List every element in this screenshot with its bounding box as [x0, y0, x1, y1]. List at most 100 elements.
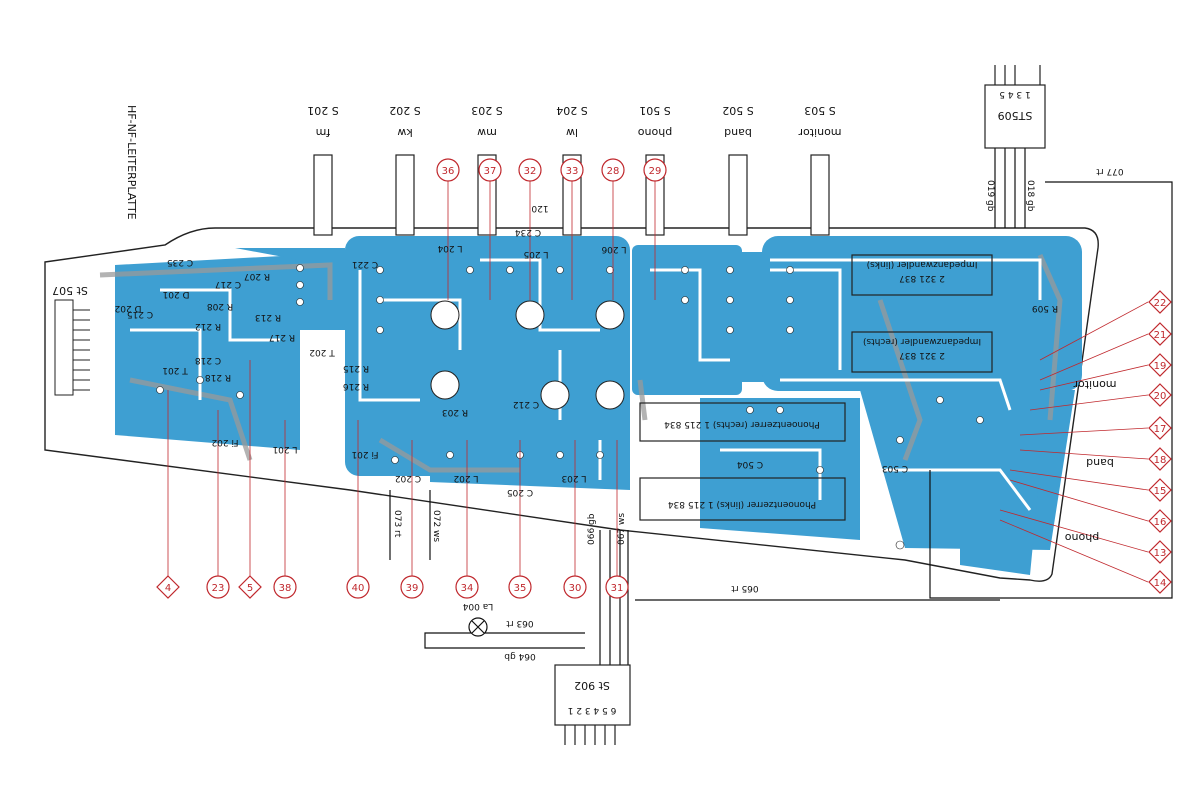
testpoint-label: 35 [514, 583, 527, 594]
connector-st902 [554, 664, 631, 745]
component-label: L 206 [601, 244, 626, 254]
module-label: Impedanzwandler (rechts) [863, 336, 981, 346]
wire-label: 019 gb [985, 180, 995, 212]
testpoint-label: 29 [649, 166, 662, 177]
right-label: phono [1065, 531, 1100, 544]
switch-id: S 202 [389, 104, 420, 117]
top-testpoints: 36 37 32 33 28 29 [436, 158, 667, 182]
component-label: L 203 [561, 473, 586, 483]
switch-id: S 502 [722, 104, 753, 117]
lamp-label: La 004 [462, 601, 493, 611]
testpoint-label: 32 [524, 166, 537, 177]
component-label: D 202 [115, 303, 142, 313]
testpoint-label: 4 [165, 583, 171, 594]
st509-label: ST509 [998, 109, 1033, 122]
module-boxes [639, 254, 993, 521]
component-label: R 208 [207, 301, 234, 311]
testpoint-label: 39 [406, 583, 419, 594]
component-label: R 215 [343, 363, 369, 373]
testpoint-label: 16 [1154, 517, 1167, 528]
right-label: band [1086, 456, 1114, 469]
component-label: R 212 [195, 321, 221, 331]
st509-pins: 1 3 4 5 [999, 89, 1031, 99]
component-label: Fi 201 [351, 449, 378, 459]
switch-band: band [724, 126, 752, 139]
testpoint-label: 19 [1154, 361, 1167, 372]
testpoint-label: 23 [212, 583, 225, 594]
component-label: L 202 [453, 473, 478, 483]
component-label: L 201 [272, 444, 297, 454]
board-title: HF-NF-LEITERPLATTE [125, 105, 138, 220]
component-label: C 504 [737, 459, 764, 469]
switch-id: S 501 [639, 104, 670, 117]
external-wires [389, 148, 1173, 665]
testpoint-label: 37 [484, 166, 497, 177]
module-label: Impedanzwandler (links) [867, 259, 978, 269]
st902-label: St 902 [574, 679, 610, 692]
switch-id: S 201 [307, 104, 338, 117]
board-outline [44, 227, 1099, 582]
component-label: C 235 [167, 257, 193, 267]
testpoint-label: 31 [611, 583, 624, 594]
component-label: L 205 [523, 249, 548, 259]
component-label: C 218 [195, 355, 222, 365]
component-label: L 204 [437, 243, 462, 253]
component-label: C 234 [515, 227, 542, 237]
component-label: C 215 [127, 309, 153, 319]
switch-band: kw [397, 126, 412, 139]
wire-label: 063 rt [506, 618, 534, 628]
module-label: Phonoentzerrer (links) 1 215 834 [668, 499, 817, 509]
component-label: C 503 [882, 463, 908, 473]
st902-pins: 6 5 4 3 2 1 [568, 705, 617, 715]
coil-cans [430, 300, 625, 410]
component-label: T 202 [309, 347, 336, 357]
testpoint-label: 33 [566, 166, 579, 177]
wire-label: 066 gb [587, 513, 597, 545]
switch-band: phono [638, 126, 673, 139]
solder-pads [156, 264, 984, 550]
testpoint-label: 40 [352, 583, 365, 594]
switch-band: lw [566, 126, 578, 139]
wire-label: 065 rt [731, 583, 759, 593]
testpoint-label: 36 [442, 166, 455, 177]
switch-band: mw [477, 126, 497, 139]
module-number: 2 321 837 [899, 273, 945, 283]
right-label: monitor [1073, 378, 1117, 391]
module-label: Phonoentzerrer (rechts) 1 215 834 [664, 419, 820, 429]
testpoint-label: 5 [247, 583, 253, 594]
wire-label: 073 rt [392, 510, 402, 538]
wire-label: 120 [531, 203, 548, 213]
connector-st507 [54, 299, 90, 396]
component-labels: C 235 D 201 D 202 C 215 C 217 R 207 R 20… [115, 227, 1059, 497]
testpoint-leaders [167, 180, 1149, 583]
lamp-symbol [468, 617, 488, 637]
testpoint-label: 14 [1154, 578, 1167, 589]
switch-band: monitor [798, 126, 842, 139]
right-testpoint-labels: 22 21 19 20 17 18 15 16 13 14 monitor ba… [1065, 298, 1167, 589]
copper-area [115, 236, 1082, 575]
component-label: C 221 [352, 259, 378, 269]
testpoint-label: 18 [1154, 455, 1167, 466]
switch-id: S 204 [556, 104, 587, 117]
switch-id: S 503 [804, 104, 835, 117]
testpoint-label: 21 [1154, 330, 1167, 341]
switch-id: S 203 [471, 104, 502, 117]
testpoint-label: 38 [279, 583, 292, 594]
switch-labels: S 201 fm S 202 kw S 203 mw S 204 lw S 50… [307, 104, 841, 139]
component-label: C 212 [513, 399, 539, 409]
wire-label: 067 ws [617, 513, 627, 545]
component-label: D 201 [163, 289, 190, 299]
wire-label: 018 gb [1025, 180, 1035, 212]
testpoint-label: 30 [569, 583, 582, 594]
component-label: C 217 [215, 279, 241, 289]
testpoint-label: 28 [607, 166, 620, 177]
testpoint-label: 22 [1154, 298, 1167, 309]
testpoint-label: 15 [1154, 486, 1167, 497]
component-label: R 203 [442, 407, 468, 417]
component-label: T 201 [162, 365, 189, 375]
ground-traces [99, 253, 1063, 473]
testpoint-label: 20 [1154, 391, 1167, 402]
bottom-testpoints: 4 23 5 38 40 39 34 35 30 31 [156, 575, 629, 599]
